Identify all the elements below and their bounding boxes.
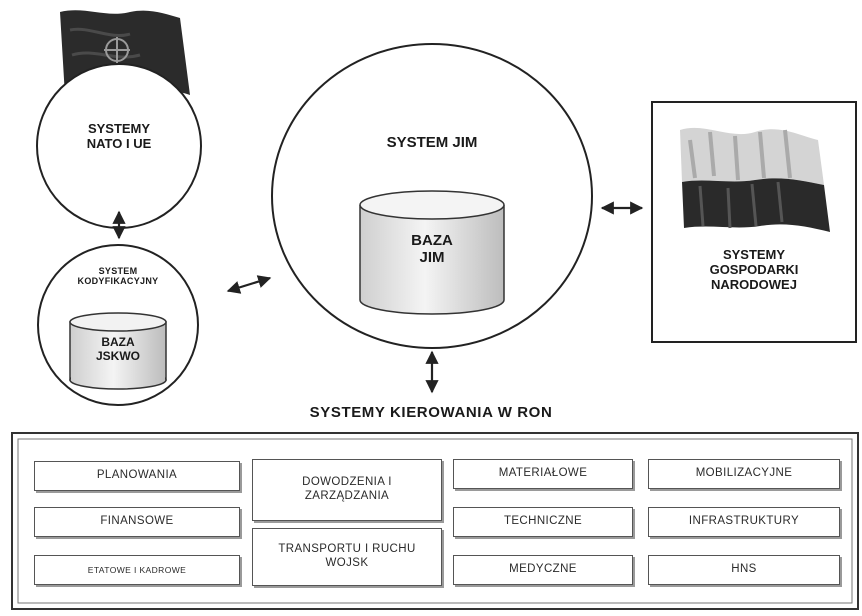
box-hns: HNS: [648, 555, 840, 585]
jim-database-icon: [359, 190, 505, 315]
box-dowodzenia: DOWODZENIA I ZARZĄDZANIA: [252, 459, 442, 521]
kodyfikacyjny-title: SYSTEM KODYFIKACYJNY: [77, 266, 159, 287]
gospodarka-title: SYSTEMY GOSPODARKI NARODOWEJ: [709, 247, 799, 292]
jskwo-label: BAZA JSKWO: [95, 335, 140, 363]
nato-title: SYSTEMY NATO I UE: [86, 121, 152, 151]
box-techniczne: TECHNICZNE: [453, 507, 633, 537]
box-finansowe: FINANSOWE: [34, 507, 240, 537]
box-etatowe: ETATOWE I KADROWE: [34, 555, 240, 585]
jim-title: SYSTEM JIM: [386, 134, 478, 151]
box-planowania: PLANOWANIA: [34, 461, 240, 491]
kierowanie-title: SYSTEMY KIEROWANIA W RON: [309, 404, 553, 421]
box-transportu: TRANSPORTU I RUCHU WOJSK: [252, 528, 442, 586]
box-medyczne: MEDYCZNE: [453, 555, 633, 585]
polish-flag-icon: [680, 127, 830, 232]
box-materialowe: MATERIAŁOWE: [453, 459, 633, 489]
kody-jim-connector: [226, 275, 272, 294]
box-infrastruktury: INFRASTRUKTURY: [648, 507, 840, 537]
box-mobilizacyjne: MOBILIZACYJNE: [648, 459, 840, 489]
jskwo-database-icon: [69, 312, 167, 390]
jim-db-label: BAZA JIM: [411, 232, 453, 267]
